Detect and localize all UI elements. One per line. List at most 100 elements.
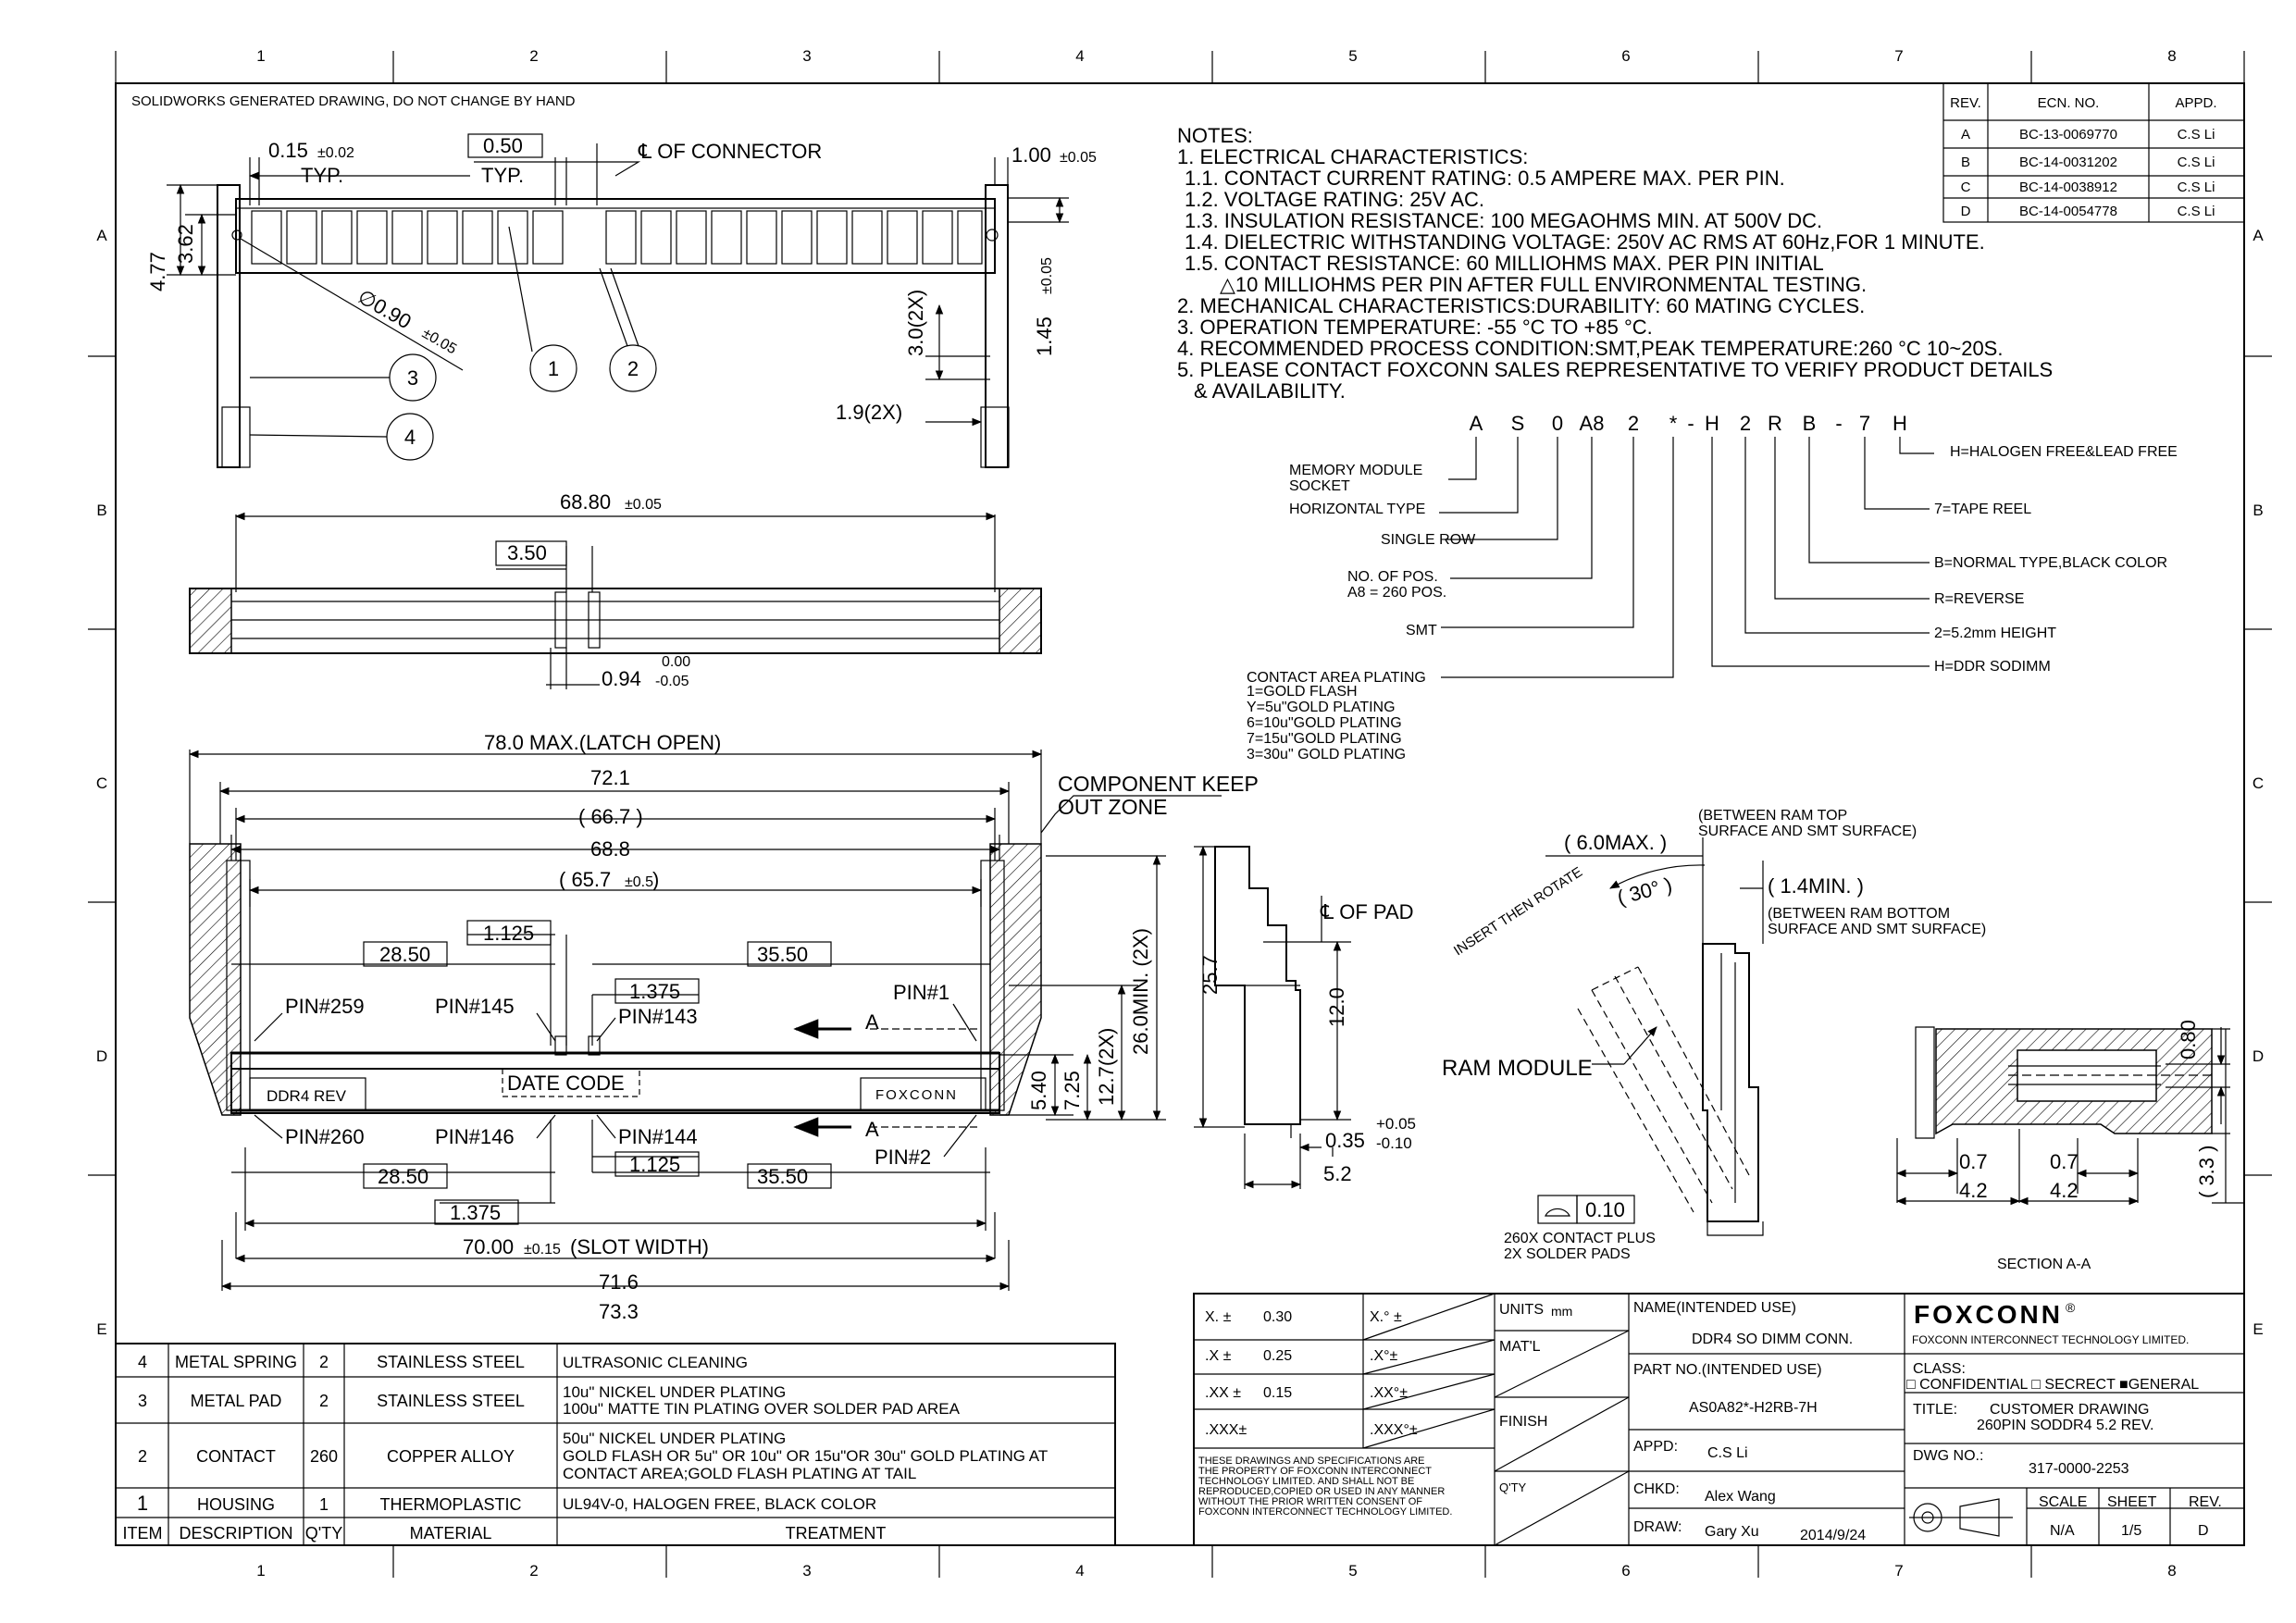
code-char-r: R [1768,412,1782,435]
code-char-0: 0 [1552,412,1563,435]
notes-block: NOTES: 1. ELECTRICAL CHARACTERISTICS: 1.… [1177,124,2053,403]
bom-row-3-treatment-1: 10u" NICKEL UNDER PLATING [563,1383,786,1401]
balloon-3: 3 [407,366,418,390]
dim-1125-bottom: 1.125 [629,1153,680,1176]
zone-col-2-bottom: 2 [529,1562,538,1580]
code-char-h2: H [1893,412,1907,435]
dim-540: 5.40 [1027,1071,1050,1110]
revision-table: REV. ECN. NO. APPD. A BC-13-0069770 C.S … [1942,82,2245,223]
dim-07-right: 0.7 [2050,1150,2079,1173]
bom-header-treatment: TREATMENT [786,1524,887,1542]
zone-row-c: C [96,774,107,792]
zone-col-7-bottom: 7 [1894,1562,1903,1580]
label-ddr4-rev: DDR4 REV [267,1087,347,1105]
bom-row-4-material: STAINLESS STEEL [377,1353,525,1371]
dim-080: 0.80 [2177,1020,2200,1059]
dim-pitch-015-tol: ±0.02 [317,145,354,161]
bom-row-3-desc: METAL PAD [191,1392,282,1410]
dim-094-minus: -0.05 [655,674,689,689]
zone-row-e: E [96,1320,106,1338]
flatness-note-2: 2X SOLDER PADS [1504,1246,1631,1262]
section-marker-a-bottom: A [865,1118,879,1141]
dwg-number: 317-0000-2253 [2029,1461,2129,1477]
rev-value: D [2198,1523,2209,1539]
bom-row-2-desc: CONTACT [196,1447,276,1466]
rev-row-c-appd: C.S Li [2178,180,2215,195]
disclaimer-line-6: FOXCONN INTERCONNECT TECHNOLOGY LIMITED. [1198,1506,1452,1518]
code-char-a: A [1470,412,1483,435]
code-label-plating-6: 6=10u"GOLD PLATING [1247,715,1402,731]
flatness-note-1: 260X CONTACT PLUS [1504,1231,1656,1246]
note-1-1: 1.1. CONTACT CURRENT RATING: 0.5 AMPERE … [1185,167,1785,190]
rev-header-appd: APPD. [2175,95,2216,111]
rev-row-d-appd: C.S Li [2178,204,2215,219]
dim-6880-tol: ±0.05 [625,497,662,513]
class-options: □ CONFIDENTIAL □ SECRECT ■GENERAL [1906,1377,2199,1393]
sheet-value: 1/5 [2121,1523,2141,1539]
bom-row-3-treatment-2: 100u" MATTE TIN PLATING OVER SOLDER PAD … [563,1400,961,1418]
bom-header-material: MATERIAL [410,1524,492,1542]
dim-145-tol: ±0.05 [1039,257,1055,294]
dim-30-2x: 3.0(2X) [904,290,927,356]
code-label-normal-type: B=NORMAL TYPE,BLACK COLOR [1934,555,2167,571]
dim-3550-top: 35.50 [757,943,808,966]
label-ram-module: RAM MODULE [1442,1056,1593,1081]
bom-row-1-qty: 1 [319,1495,329,1514]
code-char-b: B [1803,412,1817,435]
dim-2850-bottom: 28.50 [378,1165,428,1188]
bom-row-2-treatment-3: CONTACT AREA;GOLD FLASH PLATING AT TAIL [563,1465,916,1482]
code-label-plating-1: 1=GOLD FLASH [1247,684,1358,700]
tol-x2-value: 0.15 [1263,1385,1292,1401]
note-5: 5. PLEASE CONTACT FOXCONN SALES REPRESEN… [1177,358,2053,381]
note-ram-top-1: (BETWEEN RAM TOP [1698,808,1847,824]
code-label-halogen: H=HALOGEN FREE&LEAD FREE [1950,444,2178,460]
draw-date: 2014/9/24 [1800,1528,1866,1543]
dim-1125-top: 1.125 [483,922,534,945]
section-marker-a-top: A [865,1010,879,1034]
note-4: 4. RECOMMENDED PROCESS CONDITION:SMT,PEA… [1177,337,2003,360]
appd-label: APPD: [1633,1439,1678,1455]
dim-pitch-typ-2: TYP. [481,164,524,187]
title-line-2: 260PIN SODDR4 5.2 REV. [1977,1418,2154,1433]
appd-value: C.S Li [1707,1445,1748,1461]
dim-257: 25.7 [1198,955,1222,995]
bom-header-item: ITEM [123,1524,163,1542]
scale-value: N/A [2050,1523,2075,1539]
bom-row-1-item: 1 [137,1492,148,1515]
code-char-h: H [1705,412,1719,435]
rev-row-d-ecn: BC-14-0054778 [2019,204,2117,219]
section-a-a: 0.80 0.7 0.7 4.2 4.2 ( 3.3 ) SECTION A-A [1895,1020,2244,1272]
dim-127-2x: 12.7(2X) [1095,1028,1118,1106]
balloons: 1 2 3 4 [249,226,657,461]
dim-350: 3.50 [507,541,547,564]
part-code-legend: A S 0 A8 2 * - H 2 R B - 7 H [1247,412,2178,762]
title-line-1: CUSTOMER DRAWING [1990,1402,2149,1418]
zone-row-c-right: C [2253,774,2264,792]
dim-035: 0.35 [1325,1129,1365,1152]
note-3: 3. OPERATION TEMPERATURE: -55 °C TO +85 … [1177,316,1653,339]
rev-header-rev: REV. [1950,95,1981,111]
dim-60-max: ( 6.0MAX. ) [1564,831,1667,854]
partno-value: AS0A82*-H2RB-7H [1689,1400,1818,1416]
code-label-horizontal: HORIZONTAL TYPE [1289,502,1425,517]
note-1: 1. ELECTRICAL CHARACTERISTICS: [1177,145,1528,168]
dim-30-deg: ( 30° ) [1615,873,1675,910]
tol-x3-angle: .XXX°± [1370,1422,1418,1438]
zone-col-7: 7 [1894,47,1903,65]
zone-col-1: 1 [256,47,265,65]
zone-row-a: A [96,227,107,244]
foxconn-reg-mark: ® [2066,1300,2076,1315]
label-date-code: DATE CODE [507,1072,625,1095]
qty-label: Q'TY [1499,1481,1527,1494]
zone-row-b-right: B [2253,502,2263,519]
tol-x1-label: .X ± [1205,1348,1232,1364]
code-label-smt: SMT [1406,623,1437,638]
flatness-callout: 0.10 260X CONTACT PLUS 2X SOLDER PADS [1504,1195,1656,1262]
zone-col-6-bottom: 6 [1621,1562,1630,1580]
rev-row-b-rev: B [1961,155,1970,170]
dim-7000: 70.00 [463,1235,514,1258]
dim-477: 4.77 [146,252,169,291]
note-5-cont: & AVAILABILITY. [1194,379,1346,403]
rev-row-a-appd: C.S Li [2178,127,2215,142]
bom-row-1-material: THERMOPLASTIC [379,1495,521,1514]
